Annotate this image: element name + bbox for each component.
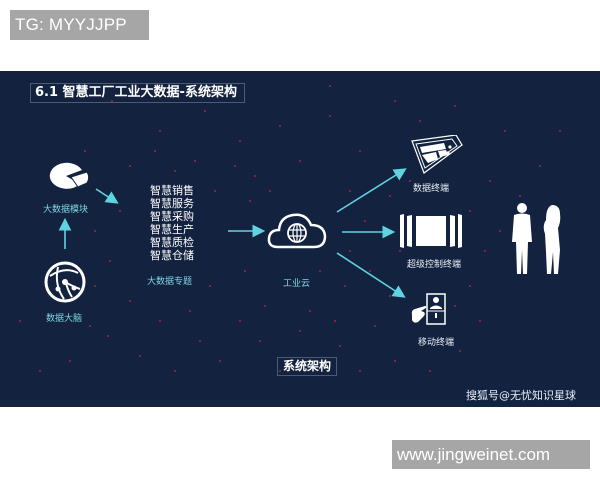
arrow-cloud-to-data-terminal <box>336 168 407 213</box>
globe-network-icon <box>44 261 86 303</box>
architecture-diagram: 6.1 智慧工厂工业大数据-系统架构 大数据模块 数据大脑 智慧销售 智慧服务 … <box>0 71 600 407</box>
super-control-terminal-label: 超级控制终端 <box>407 260 462 270</box>
topic-item: 智慧质检 <box>150 236 194 249</box>
diagram-title: 6.1 智慧工厂工业大数据-系统架构 <box>30 83 245 103</box>
arrow-module-to-topics <box>95 188 119 204</box>
dashboard-screen-icon <box>411 135 463 174</box>
big-data-topics-label: 大数据专题 <box>147 277 193 287</box>
data-brain-label: 数据大脑 <box>46 314 83 324</box>
topic-item: 智慧仓储 <box>150 249 194 262</box>
topic-item: 智慧销售 <box>150 184 194 197</box>
watermark-bottom: www.jingweinet.com <box>392 440 590 469</box>
source-attribution: 搜狐号@无忧知识星球 <box>466 389 576 402</box>
diagram-caption: 系统架构 <box>277 357 337 376</box>
cloud-globe-icon <box>267 213 327 249</box>
data-terminal-label: 数据终端 <box>413 184 450 194</box>
watermark-top: TG: MYYJJPP <box>10 10 149 40</box>
touch-phone-icon <box>411 293 446 325</box>
flow-arrows <box>58 168 407 298</box>
panoramic-screen-icon <box>400 214 462 248</box>
topic-item: 智慧服务 <box>150 197 194 210</box>
pie-chart-icon <box>49 162 90 189</box>
mobile-terminal-label: 移动终端 <box>418 338 455 348</box>
big-data-module-label: 大数据模块 <box>43 205 89 215</box>
topic-item: 智慧采购 <box>150 210 194 223</box>
industrial-cloud-label: 工业云 <box>283 279 311 289</box>
topic-item: 智慧生产 <box>150 223 194 236</box>
people-silhouette-icon <box>512 203 561 274</box>
arrow-cloud-to-mobile-terminal <box>336 252 406 298</box>
big-data-topics-list: 智慧销售 智慧服务 智慧采购 智慧生产 智慧质检 智慧仓储 <box>150 184 194 262</box>
